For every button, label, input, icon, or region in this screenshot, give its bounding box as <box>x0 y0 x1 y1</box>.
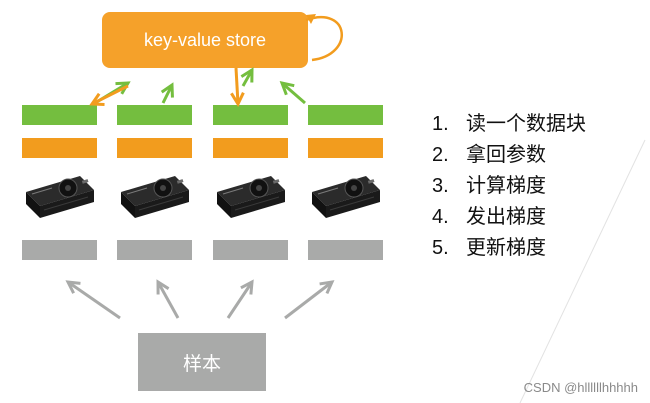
step-number: 5. <box>432 237 449 259</box>
gpu-card-icon <box>22 172 97 228</box>
data-block-bar <box>308 240 383 260</box>
steps-list: 1. 读一个数据块 2. 拿回参数 3. 计算梯度 4. 发出梯度 5. 更新梯度 <box>432 108 586 263</box>
upload-arrow <box>160 82 174 104</box>
gradient-bar <box>308 138 383 158</box>
watermark: CSDN @hllllllhhhhh <box>523 380 638 395</box>
step-text: 发出梯度 <box>466 204 546 228</box>
step-text: 读一个数据块 <box>466 111 586 135</box>
data-block-bar <box>117 240 192 260</box>
step-item: 2. 拿回参数 <box>432 139 586 170</box>
gpu-card-icon <box>213 172 288 228</box>
key-value-store-box: key-value store <box>102 12 308 68</box>
step-item: 3. 计算梯度 <box>432 170 586 201</box>
param-bar <box>213 105 288 125</box>
step-number: 1. <box>432 113 449 135</box>
upload-arrow <box>240 67 254 87</box>
step-number: 2. <box>432 144 449 166</box>
upload-arrow <box>279 80 306 105</box>
step-number: 3. <box>432 175 449 197</box>
step-text: 拿回参数 <box>466 142 546 166</box>
step-item: 1. 读一个数据块 <box>432 108 586 139</box>
gpu-card-icon <box>308 172 383 228</box>
sample-arrow <box>226 279 254 319</box>
download-arrow <box>230 67 245 108</box>
step-item: 4. 发出梯度 <box>432 201 586 232</box>
sample-arrow <box>284 280 335 320</box>
gpu-card-icon <box>117 172 192 228</box>
key-value-store-label: key-value store <box>143 29 267 50</box>
gradient-bar <box>22 138 97 158</box>
download-arrow <box>89 84 129 106</box>
step-text: 更新梯度 <box>466 235 546 259</box>
step-text: 计算梯度 <box>466 173 546 197</box>
param-bar <box>308 105 383 125</box>
gradient-bar <box>213 138 288 158</box>
sample-arrow <box>156 279 180 319</box>
gradient-bar <box>117 138 192 158</box>
data-block-bar <box>22 240 97 260</box>
sample-box: 样本 <box>138 333 266 391</box>
sample-label: 样本 <box>182 352 221 375</box>
step-item: 5. 更新梯度 <box>432 232 586 263</box>
param-bar <box>22 105 97 125</box>
param-bar <box>117 105 192 125</box>
upload-arrow <box>94 81 131 105</box>
sample-arrow <box>65 280 121 320</box>
step-number: 4. <box>432 206 449 228</box>
data-block-bar <box>213 240 288 260</box>
